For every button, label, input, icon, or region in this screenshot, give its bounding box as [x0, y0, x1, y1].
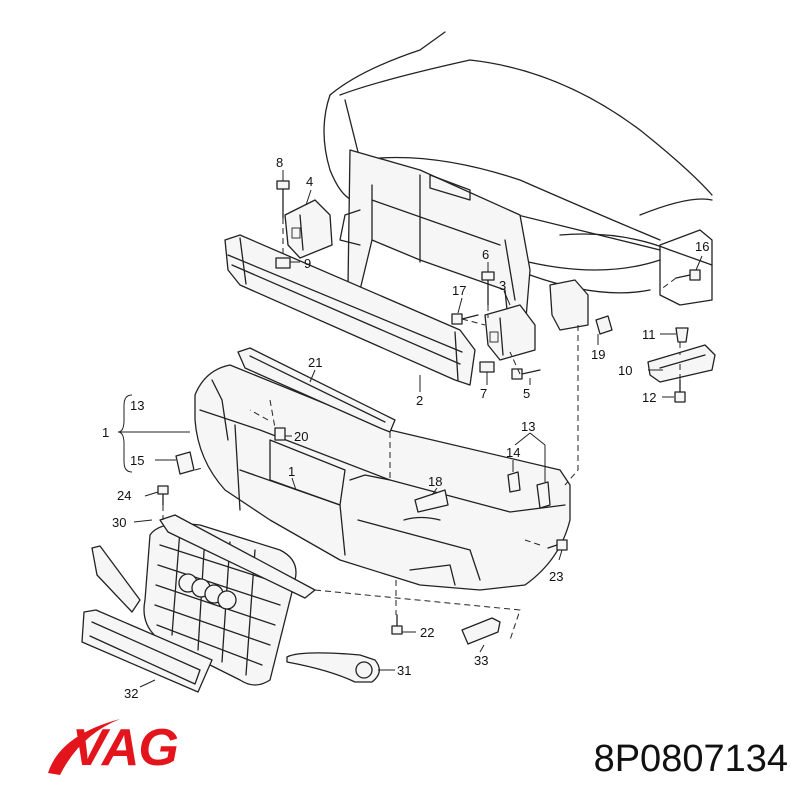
callout-9: 9 [304, 256, 311, 271]
right-mount-bracket [484, 304, 536, 361]
tow-hook-cover [461, 617, 501, 645]
part-number: 8P0807134 [593, 738, 788, 780]
callout-18: 18 [428, 474, 442, 489]
screw-16 [675, 269, 701, 281]
bolt-5 [511, 368, 541, 380]
guide-rail [647, 344, 716, 383]
callout-4: 4 [306, 174, 313, 189]
callout-17: 17 [452, 283, 466, 298]
bolt-6 [481, 271, 495, 306]
callout-6: 6 [482, 247, 489, 262]
screw-22 [391, 614, 403, 635]
callout-3: 3 [499, 278, 506, 293]
callout-1-left: 1 [102, 425, 109, 440]
assembly-lines [162, 218, 681, 641]
leader-lines [133, 170, 703, 688]
cover-15 [175, 451, 195, 475]
side-bracket [549, 279, 613, 335]
nut-9 [275, 257, 291, 269]
clip-11 [675, 327, 689, 343]
callout-30: 30 [112, 515, 126, 530]
callout-12: 12 [642, 390, 656, 405]
screw-24 [157, 485, 169, 506]
callout-22: 22 [420, 625, 434, 640]
bumper-cover [194, 364, 571, 591]
callout-23: 23 [549, 569, 563, 584]
right-grouping-bracket [514, 432, 546, 482]
callout-10: 10 [618, 363, 632, 378]
fog-lamp-grille [286, 652, 380, 683]
callout-8: 8 [276, 155, 283, 170]
callout-33: 33 [474, 653, 488, 668]
callout-13-right: 13 [521, 419, 535, 434]
callout-20: 20 [294, 429, 308, 444]
brand-logo-text: VAG [72, 719, 179, 777]
screw-12 [674, 379, 686, 403]
callout-7: 7 [480, 386, 487, 401]
callout-1-center: 1 [288, 464, 295, 479]
clip-20 [274, 427, 286, 441]
nut-7 [479, 361, 495, 373]
side-grille-strip [91, 545, 141, 613]
left-mount-bracket [284, 199, 333, 259]
callout-32: 32 [124, 686, 138, 701]
callout-5: 5 [523, 386, 530, 401]
left-grouping-bracket [117, 394, 190, 473]
vag-logo-swoosh [48, 719, 120, 775]
license-plate-holder [81, 609, 213, 693]
bumper-reinforcement-beam [224, 234, 476, 386]
callout-16: 16 [695, 239, 709, 254]
callout-13-left: 13 [130, 398, 144, 413]
bolt-8 [276, 180, 290, 219]
four-ring-emblem [178, 573, 237, 610]
bracket-13 [536, 481, 551, 509]
callout-15: 15 [130, 453, 144, 468]
callout-numbers: 8 4 9 6 3 17 16 11 19 10 12 21 7 5 2 13 … [102, 155, 709, 701]
callout-19: 19 [591, 347, 605, 362]
callout-31: 31 [397, 663, 411, 678]
callout-11: 11 [642, 327, 656, 342]
callout-2: 2 [416, 393, 423, 408]
callout-14: 14 [506, 445, 520, 460]
callout-21: 21 [308, 355, 322, 370]
callout-24: 24 [117, 488, 131, 503]
bracket-14 [507, 471, 521, 493]
